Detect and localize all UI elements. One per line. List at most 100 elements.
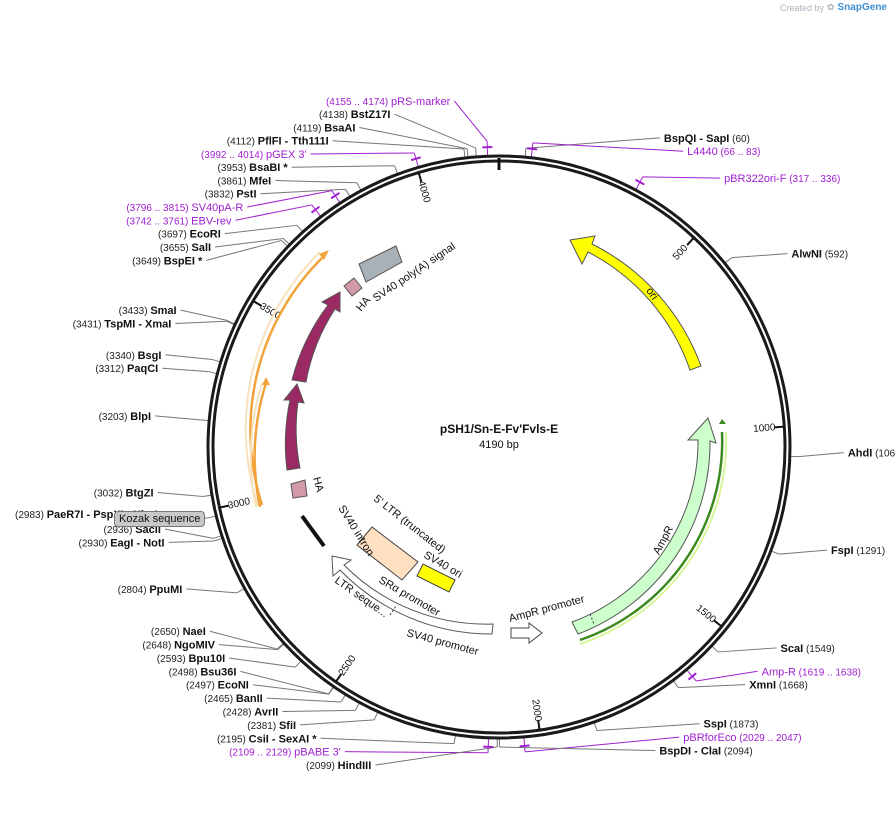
site-sali-pos: (3655) [160,243,192,254]
site-label[interactable]: BspDI - ClaI (2094) [659,746,752,758]
site-sfii-pos: (2381) [247,721,279,732]
site-label[interactable]: (4138) BstZ17I [319,109,390,121]
primer-leader-line [453,100,488,142]
site-paer7i-sep: - [83,509,93,521]
site-label[interactable]: SspI (1873) [704,719,759,731]
primer-binding-mark [527,147,538,151]
site-paer7i-pos: (2983) [15,510,47,521]
site-label[interactable]: (2930) EagI - NotI [79,537,165,549]
site-label[interactable]: (3203) BlpI [99,411,151,423]
primer-binding-mark [330,192,340,200]
primer-label[interactable]: (4155 .. 4174) pRS-marker [326,96,451,108]
sv40-promoter-feature[interactable] [331,555,494,635]
site-label[interactable]: FspI (1291) [831,545,885,557]
site-label[interactable]: (2498) Bsu36I [169,666,237,678]
site-leader-line [260,188,346,195]
site-label[interactable]: (3312) PaqCI [95,363,158,375]
sv40-intron-feature[interactable] [300,514,326,548]
site-label[interactable]: (2497) EcoNI [186,680,249,692]
site-csii-pos: (2195) [217,734,249,745]
primer-pgex3-range: (3992 .. 4014) [201,150,266,161]
ampr-promoter-feature[interactable] [510,621,543,645]
ori-feature[interactable] [569,235,702,371]
ltr5-feature[interactable] [356,526,419,581]
primer-label[interactable]: (2109 .. 2129) pBABE 3' [229,747,341,759]
primer-label[interactable]: pBRforEco (2029 .. 2047) [683,732,801,744]
site-label[interactable]: (2804) PpuMI [118,584,183,596]
site-paqci-pos: (3312) [95,364,127,375]
site-label[interactable]: ScaI (1549) [781,643,835,655]
site-pflfi-name2: Tth111I [291,136,328,148]
tick-mark [713,619,723,628]
site-leader-line [240,670,329,695]
leader-stub [635,176,644,191]
primer-sv40pa-range: (3796 .. 3815) [126,203,191,214]
primer-label[interactable]: (3742 .. 3761) EBV-rev [126,215,232,227]
site-leader-line [164,528,214,539]
site-sacii-pos: (2936) [104,525,136,536]
site-label[interactable]: (3340) BsgI [106,350,162,362]
site-label[interactable]: (3433) SmaI [119,305,177,317]
primer-binding-mark [519,744,530,748]
site-label[interactable]: AhdI (1069) [848,448,895,460]
site-bsaai-pos: (4119) [293,123,324,134]
primer-label[interactable]: pBR322ori-F (317 .. 336) [724,173,840,185]
ha2-label: HA [354,294,373,314]
site-bspqi-name: BspQI [664,133,696,145]
site-leader-line [218,644,278,651]
dmrb-feature[interactable] [282,383,305,471]
site-label[interactable]: (2195) CsiI - SexAI * [217,733,317,745]
site-label[interactable]: (3655) SalI [160,242,211,254]
site-label[interactable]: (3649) BspEI * [132,255,203,267]
site-label[interactable]: (2936) SacII [104,524,161,536]
site-label[interactable]: (2381) SfiI [247,720,296,732]
site-leader-line [525,137,660,149]
site-bspdi-name2: ClaI [701,746,721,758]
site-label[interactable]: (3697) EcoRI [158,229,221,241]
site-label[interactable]: (3832) PstI [205,189,257,201]
site-alwni-pos: (592) [822,250,848,261]
snapgene-brand: Created by ✿ SnapGene [780,2,887,13]
site-label[interactable]: (4119) BsaAI [293,122,355,134]
primer-leader-line [696,670,758,682]
site-label[interactable]: (4112) PflFI - Tth111I [227,136,329,148]
orf-inner-arrowhead [262,377,270,385]
primer-l4440-name: L4440 [687,146,718,158]
ampr-feature[interactable] [571,417,717,635]
site-label[interactable]: (3861) MfeI [218,175,272,187]
site-csii-name2: SexAI * [279,733,318,745]
site-label[interactable]: (3431) TspMI - XmaI [73,319,172,331]
primer-leader-line [310,152,415,155]
leader-stub [311,204,322,218]
primer-label[interactable]: L4440 (66 .. 83) [687,146,760,158]
sv40-polya-feature[interactable] [358,245,403,283]
orf-inner-arc [253,382,268,508]
primer-label[interactable]: (3992 .. 4014) pGEX 3' [201,149,307,161]
site-label[interactable]: (2099) HindIII [306,760,371,772]
site-ngomiv-pos: (2648) [142,641,174,652]
ha2-feature[interactable] [343,277,363,297]
fkbpv-feature[interactable] [291,291,341,383]
site-label[interactable]: (3032) BtgZI [94,487,154,499]
site-label[interactable]: (2593) Bpu10I [157,653,225,665]
ha1-feature[interactable] [290,479,308,499]
tick-label: 4000 [415,180,432,205]
site-label[interactable]: (3953) BsaBI * [217,162,288,174]
site-label[interactable]: AlwNI (592) [791,249,848,261]
primer-ampr-range: (1619 .. 1638) [796,667,861,678]
leader-stub [213,537,223,542]
site-label[interactable]: XmnI (1668) [749,680,808,692]
site-label[interactable]: BspQI - SapI (60) [664,133,750,145]
site-label[interactable]: (2465) BanII [204,693,263,705]
primer-l4440-range: (66 .. 83) [718,147,761,158]
site-label[interactable]: (2428) AvrII [223,706,279,718]
primer-label[interactable]: (3796 .. 3815) SV40pA-R [126,202,243,214]
primer-label[interactable]: Amp-R (1619 .. 1638) [762,666,861,678]
kozak-sequence-badge[interactable]: Kozak sequence [114,511,206,527]
leader-stub [770,550,780,555]
site-bsabi-pos: (3953) [217,163,249,174]
sv40-ori-feature[interactable] [416,563,456,593]
primer-binding-mark [635,178,645,186]
site-label[interactable]: (2650) NaeI [151,626,206,638]
site-label[interactable]: (2648) NgoMIV [142,640,215,652]
